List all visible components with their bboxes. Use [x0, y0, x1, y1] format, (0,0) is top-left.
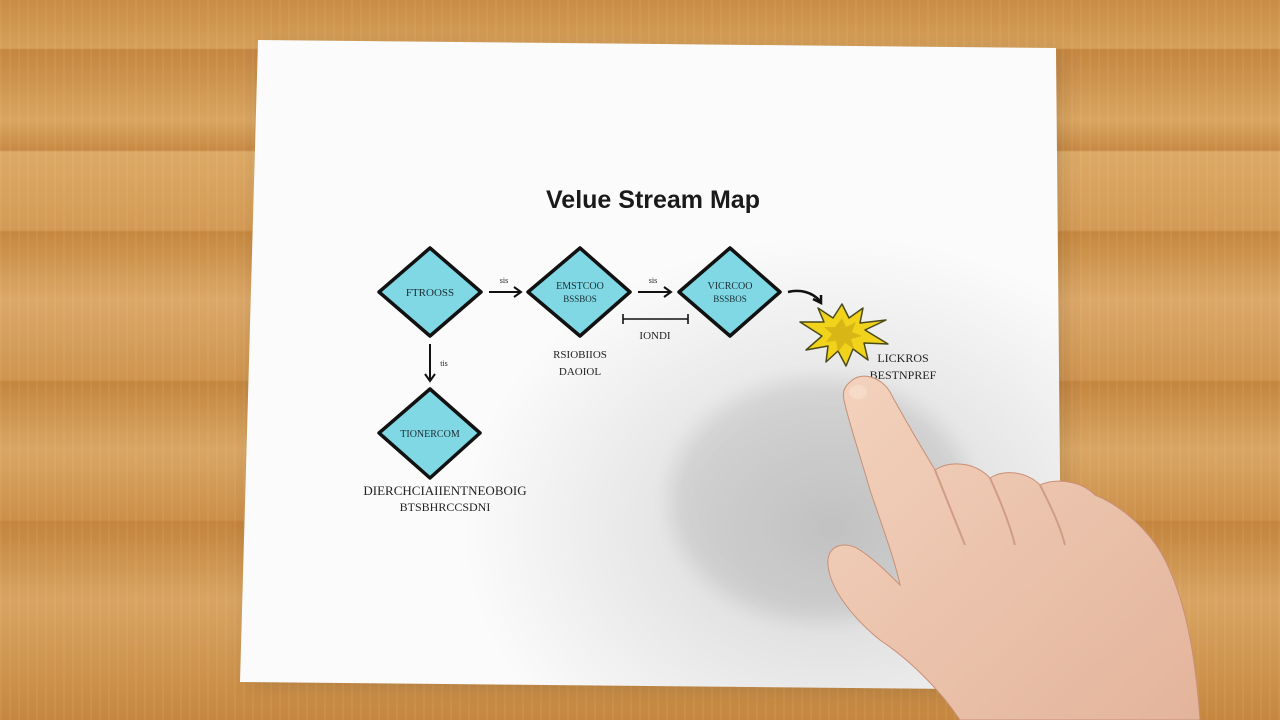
node-4-caption-line-1: DIERCHCIAIIENTNEOBOIG: [363, 483, 526, 498]
process-node-4: TIONERCOM: [377, 387, 482, 480]
lead-time-label: IONDI: [639, 330, 670, 342]
burst-caption-line-2: BESTNPREF: [870, 368, 937, 382]
arrow-1-label: sis: [500, 276, 508, 285]
process-node-3-sublabel: BSSBOS: [713, 294, 747, 304]
lead-time-bracket: [622, 314, 689, 324]
process-node-1-label: FTROOSS: [406, 287, 454, 299]
process-node-2-label: EMSTCOO: [556, 281, 604, 292]
arrow-1-to-2: [489, 286, 523, 298]
process-node-1: FTROOSS: [377, 246, 483, 338]
process-node-2-sublabel: BSSBOS: [563, 294, 597, 304]
pointing-hand: [827, 375, 1201, 720]
starburst-icon: [799, 303, 889, 367]
arrow-2-label: sis: [649, 276, 657, 285]
arrow-down-label: tis: [440, 359, 448, 368]
process-node-3: VICRCOO BSSBOS: [677, 246, 782, 338]
burst-caption-line-1: LICKROS: [877, 351, 928, 365]
diagram-title: Velue Stream Map: [546, 186, 760, 214]
arrow-3-to-burst: [787, 289, 823, 306]
node-2-caption-line-1: RSIOBIIOS: [553, 349, 607, 361]
process-node-4-label: TIONERCOM: [400, 429, 460, 440]
process-node-2: EMSTCOO BSSBOS: [526, 246, 632, 338]
node-4-caption-line-2: BTSBHRCCSDNI: [400, 500, 491, 514]
arrow-2-to-3: [638, 286, 673, 298]
process-node-3-label: VICRCOO: [707, 281, 752, 292]
node-2-caption-line-2: DAOIOL: [559, 366, 601, 378]
arrow-down-1-to-4: [424, 344, 436, 383]
